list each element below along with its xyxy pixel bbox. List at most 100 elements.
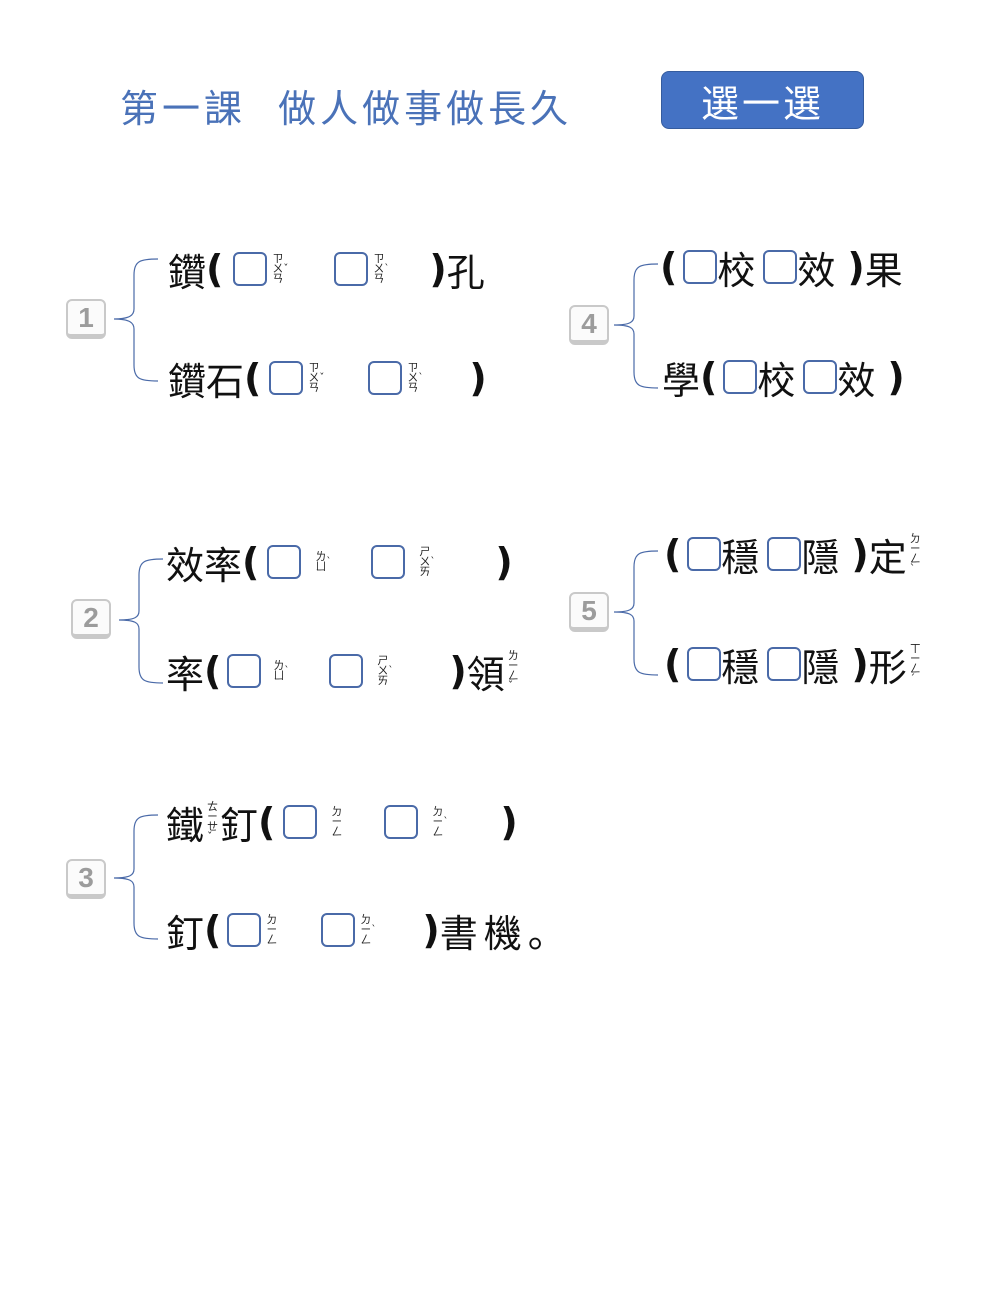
suffix-text: 形 [868,645,907,690]
option-2[interactable]: 隱 [767,637,839,692]
checkbox[interactable] [803,360,838,394]
close-paren: ) [851,642,869,686]
bopomofo: ㄌㄩ [273,659,285,682]
checkbox[interactable] [334,252,369,286]
open-paren: ( [204,908,222,952]
close-paren: ) [887,355,905,399]
checkbox[interactable] [283,805,318,839]
question-number-badge: 1 [66,299,106,339]
option-1[interactable]: 校 [723,350,795,405]
close-paren: ) [500,800,518,844]
question-number-badge: 5 [569,592,609,632]
prefix-text: 鑽石 [168,359,245,404]
prefix-text: 鐵 [166,803,205,848]
brace-icon [613,550,659,676]
close-paren: ) [847,245,865,289]
open-paren: ( [244,356,262,400]
checkbox[interactable] [687,537,722,571]
checkbox[interactable] [384,805,419,839]
brace-icon [613,263,659,389]
bopomofo: ㄉㄧㄥ [360,913,372,946]
open-paren: ( [664,532,682,576]
checkbox[interactable] [371,545,406,579]
bopomofo: ㄕㄨㄞ [419,545,431,578]
checkbox[interactable] [321,913,356,947]
suffix-text: 孔 [446,250,485,295]
checkbox[interactable] [723,360,758,394]
prefix-text-2: 釘 [220,803,259,848]
prefix-text: 率 [166,652,205,697]
option-1[interactable]: 穩 [687,637,759,692]
bopomofo: ㄕㄨㄞ [377,654,389,687]
open-paren: ( [206,247,224,291]
option-1[interactable]: ㄉㄧㄥ [283,805,342,839]
suffix-text: 定 [868,535,907,580]
bopomofo: ㄗㄨㄢ [308,361,320,394]
checkbox[interactable] [683,250,718,284]
option-2[interactable]: 效 [763,240,835,295]
select-one-button[interactable]: 選一選 [661,71,864,129]
question-number-badge: 3 [66,859,106,899]
prefix-text: 鑽 [168,250,207,295]
option-1[interactable]: 校 [683,240,755,295]
checkbox[interactable] [227,913,262,947]
option-1[interactable]: 穩 [687,527,759,582]
open-paren: ( [660,245,678,289]
checkbox[interactable] [687,647,722,681]
bopomofo: ㄉㄧㄥ [432,805,444,838]
checkbox[interactable] [269,361,304,395]
checkbox[interactable] [767,537,802,571]
lesson-title: 第一課 做人做事做長久 [120,87,573,131]
close-paren: ) [449,649,467,693]
checkbox[interactable] [227,654,262,688]
open-paren: ( [258,800,276,844]
option-2[interactable]: 效 [803,350,875,405]
checkbox[interactable] [368,361,403,395]
open-paren: ( [242,540,260,584]
option-1[interactable]: ㄉㄧㄥ [227,913,277,947]
close-paren: ) [422,908,440,952]
checkbox[interactable] [329,654,364,688]
checkbox[interactable] [767,647,802,681]
close-paren: ) [429,247,447,291]
question-number-badge: 2 [71,599,111,639]
brace-icon [118,558,164,684]
bopomofo: ㄉㄧㄥ [266,913,278,946]
question-row: ( 校 效 ) 果 [660,240,903,295]
option-2[interactable]: 隱 [767,527,839,582]
bopomofo: ㄗㄨㄢ [407,361,419,394]
open-paren: ( [664,642,682,686]
bopomofo: ㄌㄩ [315,550,327,573]
close-paren: ) [851,532,869,576]
brace-icon [113,258,159,382]
open-paren: ( [700,355,718,399]
prefix-text: 效率 [166,543,243,588]
suffix-text: 果 [864,248,903,293]
checkbox[interactable] [233,252,268,286]
bopomofo: ㄗㄨㄢ [373,252,385,285]
checkbox[interactable] [763,250,798,284]
close-paren: ) [495,540,513,584]
checkbox[interactable] [267,545,302,579]
bopomofo: ㄗㄨㄢ [272,252,284,285]
brace-icon [113,814,159,940]
